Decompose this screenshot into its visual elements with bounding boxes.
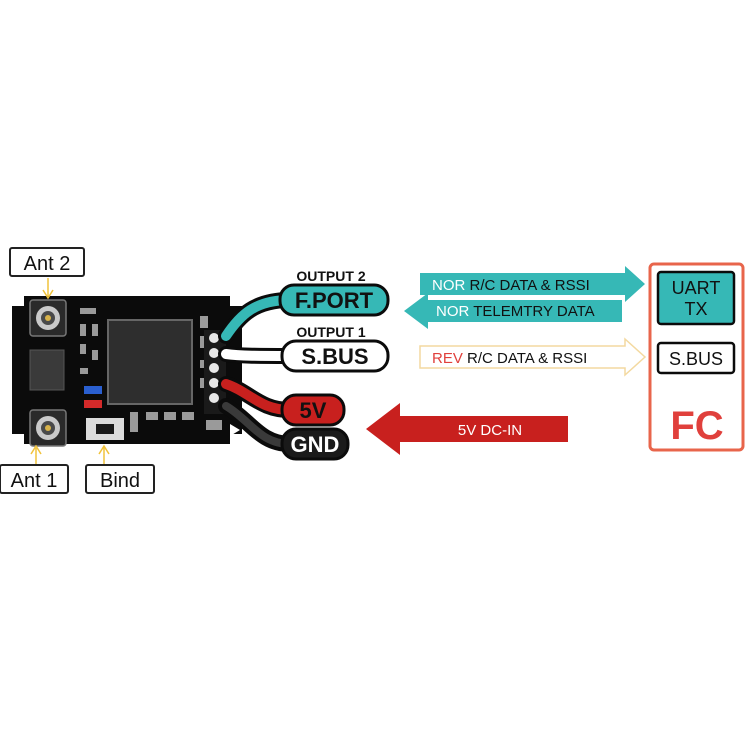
bind-button-component	[86, 418, 124, 440]
arrow-nor-telemetry	[404, 293, 622, 329]
arrow-nor-rc-text: NOR R/C DATA & RSSI	[432, 277, 590, 294]
output2-label: OUTPUT 2	[296, 268, 365, 284]
arrow-dc-in-text: 5V DC-IN	[458, 422, 522, 439]
fc-tx-label: TX	[684, 299, 707, 319]
arrow-nor-telemetry-text: NOR TELEMTRY DATA	[436, 303, 595, 320]
fc-uart-label: UART	[672, 278, 721, 298]
ant2-callout	[9, 247, 85, 277]
antenna-connector-2	[29, 299, 67, 337]
small-chip	[29, 349, 65, 391]
fport-tag	[278, 283, 390, 317]
sbus-tag	[280, 339, 390, 373]
bind-label: Bind	[100, 470, 140, 492]
gnd-tag	[280, 427, 350, 461]
main-chip	[107, 319, 193, 405]
led-red	[84, 400, 102, 408]
fc-sbus-label: S.BUS	[669, 349, 723, 369]
fc-uart-tx-box	[656, 270, 736, 326]
arrow-nor-rc	[420, 266, 645, 302]
fport-label: F.PORT	[295, 288, 374, 313]
arrow-rev-rc-text: REV R/C DATA & RSSI	[432, 350, 587, 367]
antenna-connector-1	[29, 409, 67, 447]
v5-tag	[280, 393, 346, 427]
ant1-label: Ant 1	[11, 470, 58, 492]
led-blue	[84, 386, 102, 394]
output1-label: OUTPUT 1	[296, 324, 365, 340]
ant1-callout	[0, 464, 69, 494]
bind-callout	[85, 464, 155, 494]
arrow-rev-rc	[419, 337, 647, 377]
ant2-label: Ant 2	[24, 253, 71, 275]
gnd-label: GND	[291, 432, 340, 457]
sbus-label: S.BUS	[301, 344, 368, 369]
arrow-dc-in	[366, 403, 568, 455]
v5-label: 5V	[300, 398, 327, 423]
fc-title: FC	[670, 404, 723, 448]
fc-sbus-box	[656, 341, 736, 375]
